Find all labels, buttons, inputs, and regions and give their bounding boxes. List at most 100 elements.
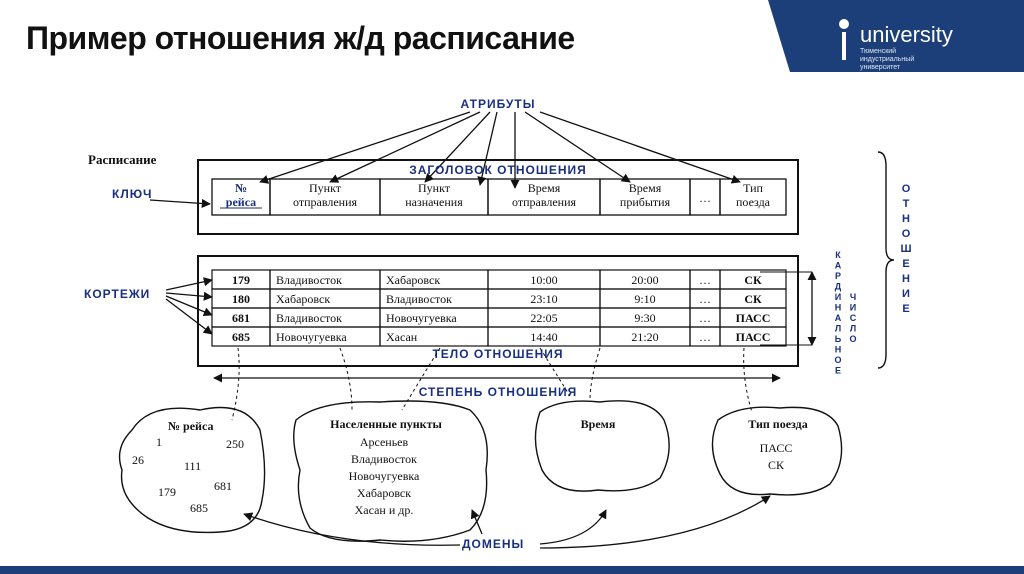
table-cell-text: ПАСС xyxy=(736,330,771,344)
vertical-letter: К xyxy=(835,250,841,260)
vertical-letter: А xyxy=(835,261,842,271)
header-label: ЗАГОЛОВОК ОТНОШЕНИЯ xyxy=(409,163,587,177)
table-cell-text: Владивосток xyxy=(386,292,452,306)
table-cell-text: 21:20 xyxy=(631,330,658,344)
header-cell-text: Время xyxy=(528,181,561,195)
flight-domain-values: 1 250 26 111 179 681 685 xyxy=(132,435,244,515)
domain-value: 26 xyxy=(132,453,144,467)
vertical-letter: Д xyxy=(835,282,842,292)
table-cell-text: 10:00 xyxy=(530,273,557,287)
table-cell-text: Владивосток xyxy=(276,273,342,287)
table-cell-text: 22:05 xyxy=(530,311,557,325)
table-cell-text: 180 xyxy=(232,292,250,306)
table-cell-text: 179 xyxy=(232,273,250,287)
logo-subtitle: Тюменский индустриальный университет xyxy=(860,48,915,71)
relation-name: Расписание xyxy=(88,152,157,167)
domain-value: 685 xyxy=(190,501,208,515)
domain-value: Хабаровск xyxy=(357,486,411,500)
vertical-letter: О xyxy=(849,334,856,344)
places-domain-values: Арсеньев Владивосток Новочугуевка Хабаро… xyxy=(349,435,420,517)
header-cell-text: отправления xyxy=(293,195,358,209)
domain-value: СК xyxy=(768,458,785,472)
flight-domain-blob xyxy=(118,406,266,534)
table-cell-text: Хасан xyxy=(386,330,418,344)
table-cell-text: 20:00 xyxy=(631,273,658,287)
domain-value: Новочугуевка xyxy=(349,469,420,483)
header-cell-text: рейса xyxy=(226,195,256,209)
vertical-letter: Л xyxy=(850,324,856,334)
relation-brace xyxy=(877,151,895,369)
vertical-letter: О xyxy=(902,228,911,240)
vertical-letter: О xyxy=(902,183,911,195)
table-cell-text: Владивосток xyxy=(276,311,342,325)
table-cell-text: … xyxy=(699,330,711,344)
vertical-letter: И xyxy=(850,303,856,313)
vertical-letter: Ч xyxy=(850,292,856,302)
table-cell-text: 9:30 xyxy=(634,311,655,325)
table-cell-text: … xyxy=(699,273,711,287)
header-cell-text: Время xyxy=(629,181,662,195)
table-cell-text: … xyxy=(699,311,711,325)
domain-value: Хасан и др. xyxy=(355,503,414,517)
table-cell-text: Хабаровск xyxy=(276,292,330,306)
domain-arrows xyxy=(243,495,771,549)
vertical-letter: Е xyxy=(902,258,909,270)
header-cell-text: Пункт xyxy=(418,181,451,195)
table-cell-text: 14:40 xyxy=(530,330,557,344)
vertical-letter: И xyxy=(902,288,910,300)
domain-value: 179 xyxy=(158,485,176,499)
logo-banner xyxy=(768,0,1024,72)
key-arrow xyxy=(149,198,211,208)
vertical-letter: Н xyxy=(902,213,910,225)
vertical-letter: Ь xyxy=(835,334,842,344)
domain-value: ПАСС xyxy=(760,441,793,455)
table-cell-text: 23:10 xyxy=(530,292,557,306)
vertical-letter: Л xyxy=(835,324,841,334)
train-type-domain-title: Тип поезда xyxy=(748,417,807,431)
places-domain-title: Населенные пункты xyxy=(330,417,442,431)
header-cell-text: … xyxy=(699,191,711,205)
time-domain-title: Время xyxy=(581,417,616,431)
vertical-letter: Ш xyxy=(900,243,911,255)
domain-value: 250 xyxy=(226,437,244,451)
header-cell-text: Тип xyxy=(743,181,763,195)
header-cell-text: прибытия xyxy=(620,195,671,209)
table-cell-text: 685 xyxy=(232,330,250,344)
header-cell-text: назначения xyxy=(405,195,463,209)
vertical-letter: И xyxy=(835,292,841,302)
flight-domain-title: № рейса xyxy=(168,419,213,433)
header-frame xyxy=(197,159,799,235)
domains-label: ДОМЕНЫ xyxy=(462,537,524,551)
header-cell-text: № xyxy=(235,181,247,195)
table-cell-text: … xyxy=(699,292,711,306)
university-logo-icon xyxy=(839,19,849,60)
tuples-label: КОРТЕЖИ xyxy=(84,287,150,301)
body-frame xyxy=(197,255,799,367)
vertical-letter: Р xyxy=(835,271,841,281)
table-cell-text: 9:10 xyxy=(634,292,655,306)
vertical-letter: Т xyxy=(903,198,910,210)
table-cell xyxy=(719,326,787,347)
degree-label: СТЕПЕНЬ ОТНОШЕНИЯ xyxy=(419,385,578,399)
train-type-domain-blob xyxy=(711,406,843,496)
domain-value: 111 xyxy=(184,459,201,473)
domain-value: Арсеньев xyxy=(360,435,409,449)
places-domain-blob xyxy=(293,400,488,542)
header-row: №рейсаПунктотправленияПунктназначенияВре… xyxy=(211,178,787,216)
table-cell-text: СК xyxy=(744,292,762,306)
table-cell-text: Новочугуевка xyxy=(386,311,457,325)
vertical-letter: С xyxy=(850,313,857,323)
vertical-letter: Н xyxy=(835,345,842,355)
header-cell xyxy=(719,178,787,216)
vertical-letter: Н xyxy=(902,273,910,285)
table-cell-text: 681 xyxy=(232,311,250,325)
domain-connectors xyxy=(231,347,753,421)
table-cell-text: Хабаровск xyxy=(386,273,440,287)
domain-value: 1 xyxy=(156,435,162,449)
slide-title: Пример отношения ж/д расписание xyxy=(26,20,575,56)
vertical-letter: Н xyxy=(835,303,842,313)
vertical-letter: Е xyxy=(902,303,909,315)
table-cell-text: Новочугуевка xyxy=(276,330,347,344)
